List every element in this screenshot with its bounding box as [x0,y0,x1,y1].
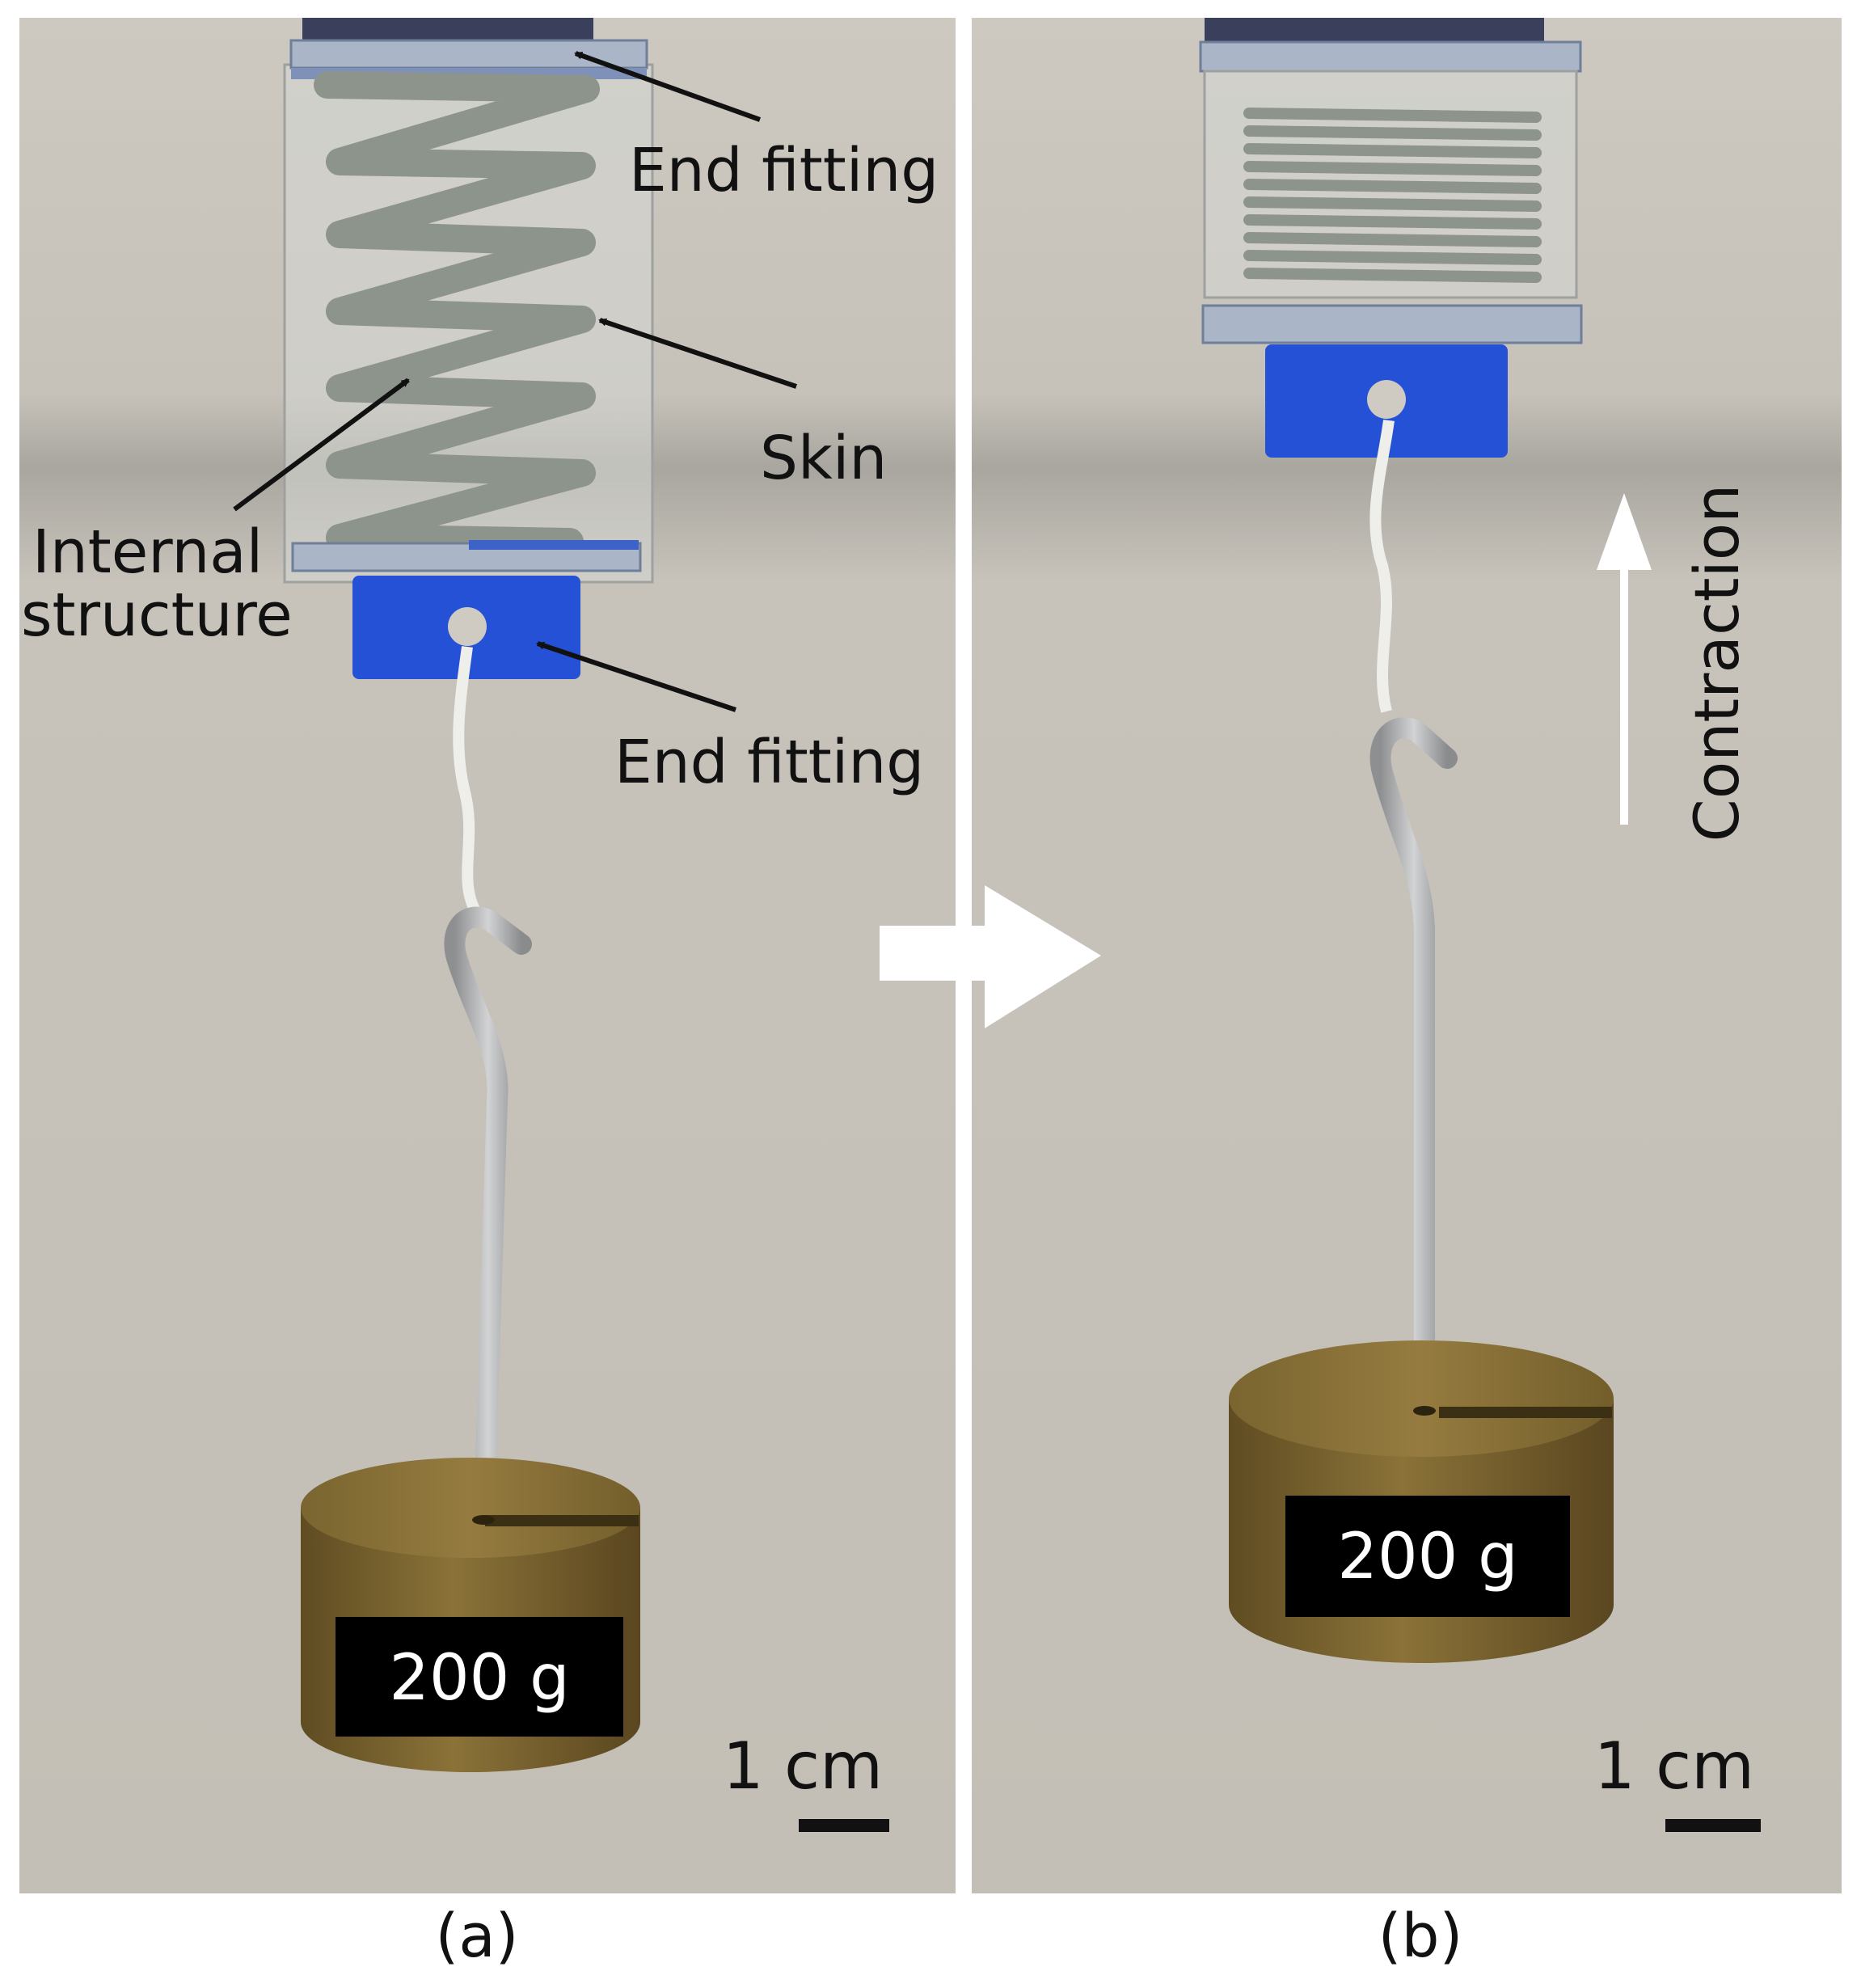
end-fitting-bottom-b [1265,344,1508,458]
hook-rod-b [1369,717,1458,1409]
end-fitting-top-b [1199,18,1582,73]
end-fitting-bottom-plate-b [1201,304,1583,344]
weight-label-box-a [335,1617,623,1737]
end-fitting-bottom [352,576,580,679]
panel-b [972,18,1842,1893]
panel-divider [956,18,972,1893]
string [453,646,483,917]
caption-b: (b) [1378,1901,1463,1971]
end-fitting-top [289,18,648,79]
scale-bar-b [1665,1819,1761,1832]
direction-label-contraction: Contraction [1681,484,1753,842]
compressed-internal-structure [1243,108,1542,283]
label-internal-structure-line2: structure [21,580,293,650]
hook-rod [444,906,532,1547]
arrow-internal-structure [233,378,410,512]
end-fitting-bottom-plate [291,540,642,572]
arrow-end-fitting-top [574,51,762,122]
internal-structure [314,71,600,555]
weight-a [301,1458,640,1772]
weight-label-box-b [1285,1496,1570,1617]
arrow-end-fitting-bottom [536,641,736,712]
scale-bar-label-a: 1 cm [723,1728,883,1804]
label-internal-structure-line1: Internal [32,517,263,587]
weight-b [1229,1340,1614,1663]
scale-bar-label-b: 1 cm [1594,1728,1754,1804]
label-skin: Skin [760,424,887,493]
label-end-fitting-bottom: End fitting [614,728,924,797]
string-b [1369,420,1395,713]
caption-a: (a) [435,1901,518,1971]
panel-a [19,18,956,1893]
arrow-skin [598,318,797,389]
up-arrow-icon [1597,493,1652,825]
scale-bar-a [799,1819,889,1832]
label-end-fitting-top: End fitting [629,136,939,205]
callout-arrows [233,51,797,712]
weight-label-a: 200 g [389,1642,569,1715]
weight-label-b: 200 g [1337,1521,1517,1593]
